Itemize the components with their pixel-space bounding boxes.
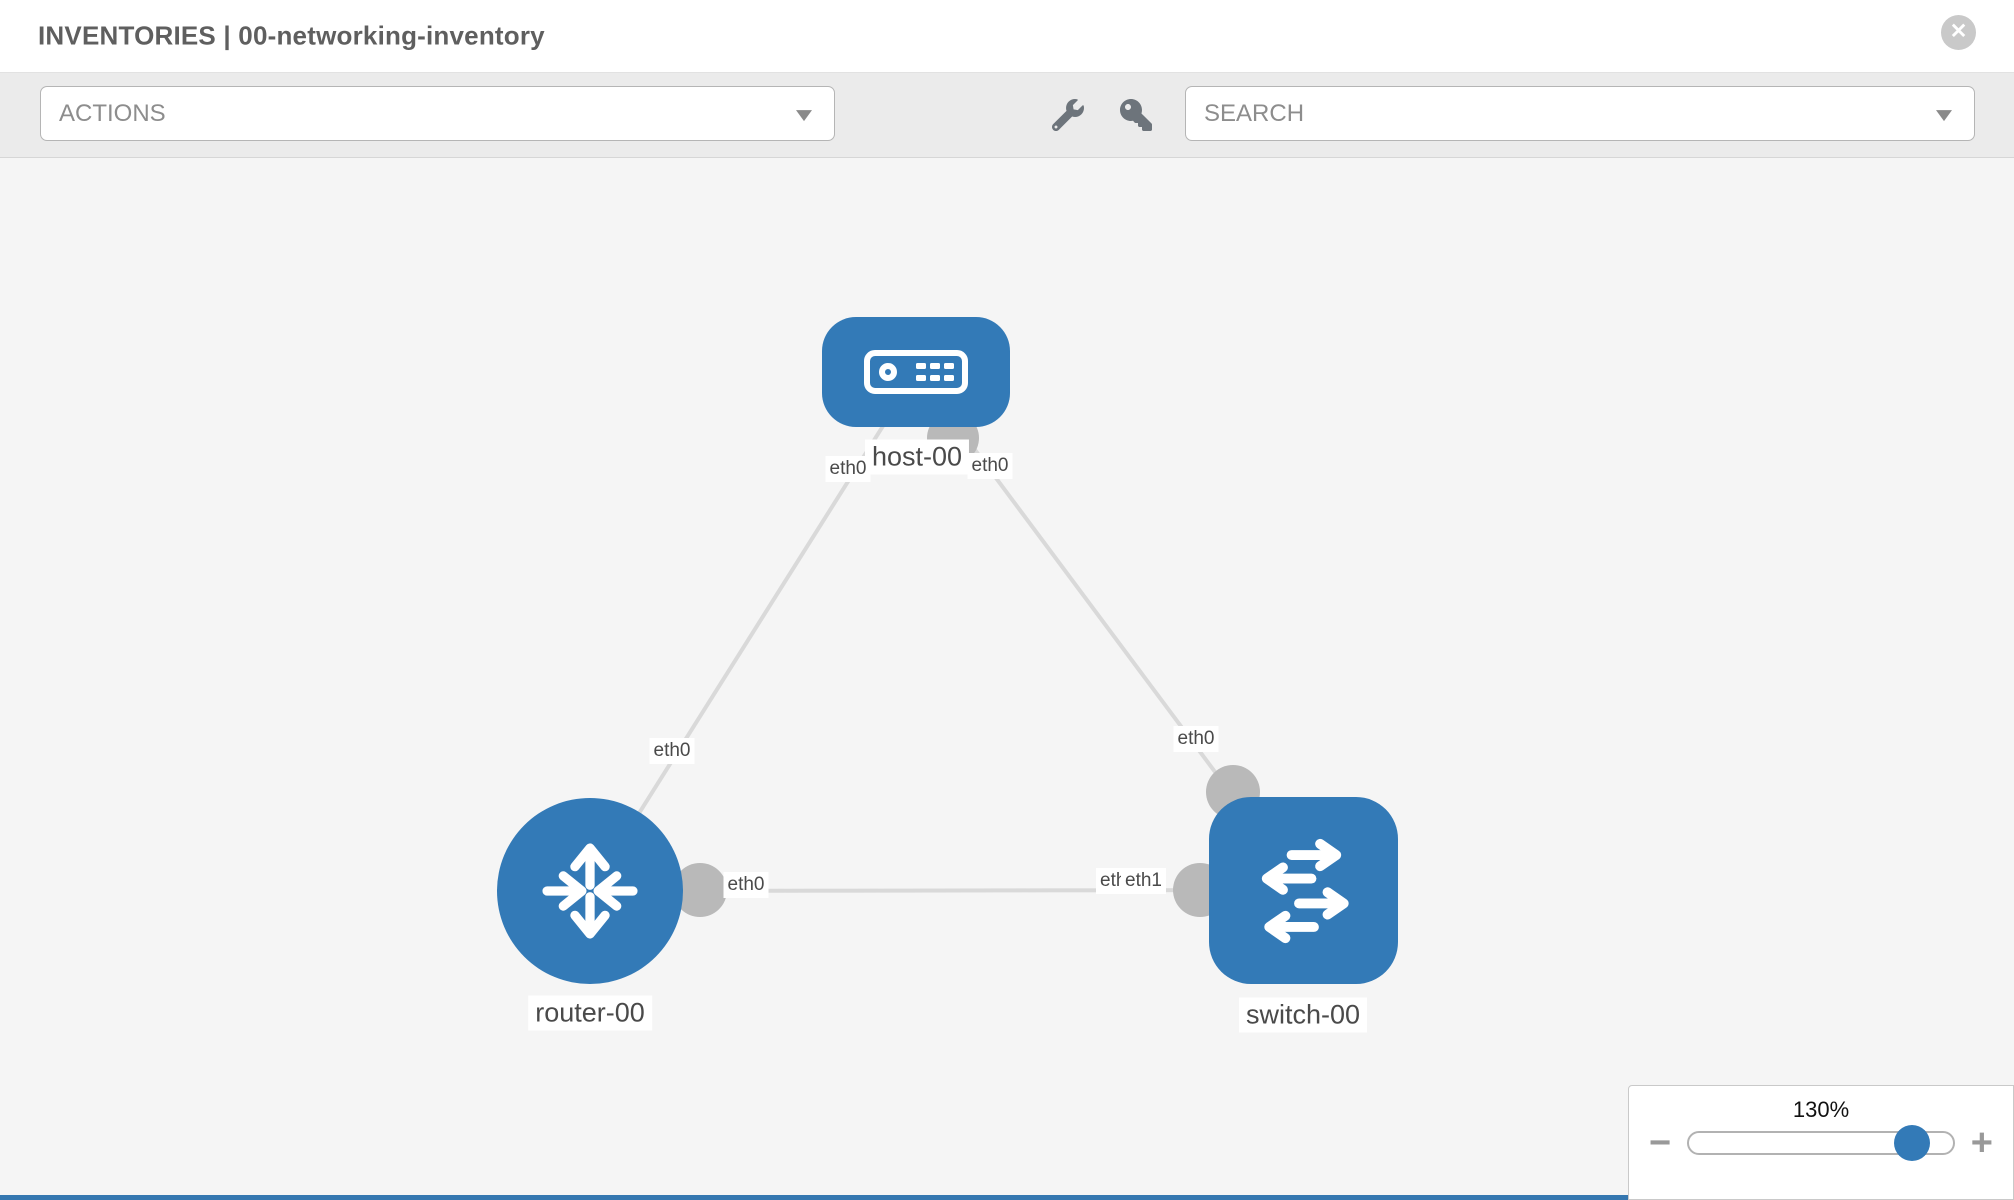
footer-strip (0, 1195, 1628, 1200)
zoom-panel: 130% − + (1628, 1085, 2014, 1200)
node-label-router: router-00 (528, 995, 652, 1031)
toolbar: ACTIONS SEARCH (0, 73, 2014, 158)
zoom-in-button[interactable]: + (1970, 1122, 1993, 1164)
close-button[interactable]: ✕ (1941, 15, 1976, 50)
close-icon: ✕ (1949, 20, 1968, 43)
actions-dropdown[interactable]: ACTIONS (40, 86, 835, 141)
node-switch-00[interactable] (1209, 797, 1398, 984)
page-title: INVENTORIES | 00-networking-inventory (38, 20, 545, 51)
interface-label: eth0 (967, 453, 1013, 479)
zoom-slider[interactable] (1687, 1125, 1955, 1161)
actions-dropdown-label: ACTIONS (59, 99, 166, 127)
node-router-00[interactable] (497, 798, 683, 984)
search-dropdown-label: SEARCH (1204, 99, 1305, 127)
interface-label: eth0 (1173, 726, 1219, 752)
search-dropdown[interactable]: SEARCH (1185, 86, 1975, 141)
router-arrows-icon (542, 843, 638, 939)
node-label-host: host-00 (864, 439, 970, 475)
zoom-level: 130% (1792, 1097, 1850, 1122)
interface-dot (673, 863, 727, 917)
zoom-slider-thumb[interactable] (1894, 1125, 1931, 1161)
zoom-out-button[interactable]: − (1649, 1122, 1672, 1164)
chevron-down-icon (796, 109, 812, 121)
interface-label: eth0 (723, 872, 769, 898)
topology-canvas[interactable]: host-00 router-00 switch-00 eth0 eth0 et… (0, 158, 2014, 1200)
interface-label: eth0 (649, 738, 695, 764)
switch-arrows-icon (1261, 838, 1349, 943)
wrench-icon[interactable] (1051, 99, 1084, 132)
node-host-00[interactable] (822, 317, 1010, 427)
chevron-down-icon (1936, 109, 1952, 121)
header: INVENTORIES | 00-networking-inventory ✕ (0, 0, 2014, 73)
node-label-switch: switch-00 (1238, 997, 1368, 1033)
server-icon (864, 350, 968, 394)
key-icon[interactable] (1120, 99, 1152, 131)
interface-label: eth1 (1121, 868, 1166, 894)
interface-label: eth0 (825, 456, 871, 482)
